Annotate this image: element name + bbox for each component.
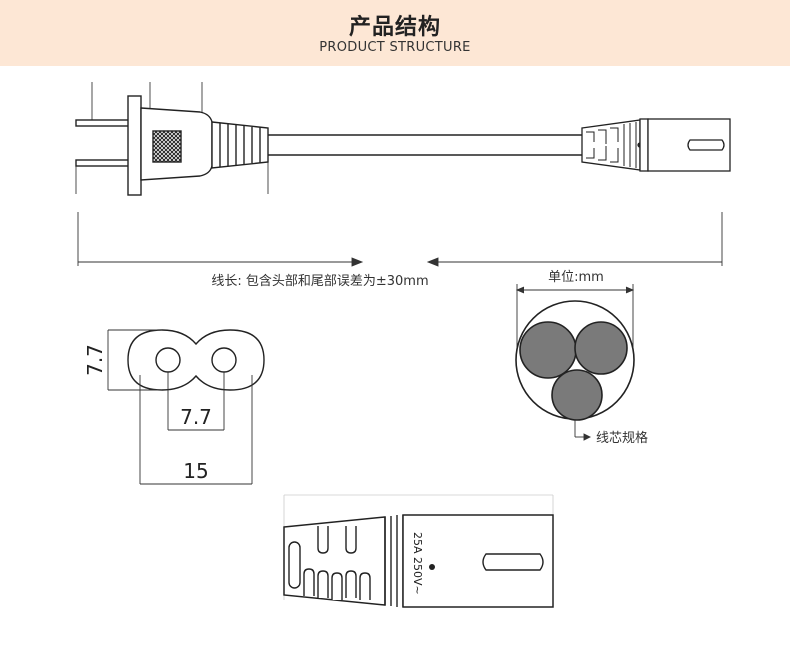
dimension-pin-spacing: 7.7 <box>180 405 212 429</box>
connector-rating-text: 25A 250V~ <box>411 532 424 595</box>
dimension-height: 7.7 <box>83 344 107 376</box>
detail-marker-dot <box>429 564 435 570</box>
figure8-outline <box>127 329 265 391</box>
connector-collar <box>639 118 649 172</box>
plug-drawing <box>75 82 269 196</box>
cable-length-note: 线长: 包含头部和尾部误差为±30mm <box>211 273 428 289</box>
plug-flange <box>127 95 142 196</box>
unit-label: 单位:mm <box>548 270 604 285</box>
section-subtitle: PRODUCT STRUCTURE <box>319 40 471 55</box>
dimension-width: 15 <box>183 459 208 483</box>
core-bottom <box>551 369 603 421</box>
core-left <box>519 321 577 379</box>
wire-core-spec-label: 线芯规格 <box>596 430 648 446</box>
socket-front-view: 7.7 7.7 15 <box>83 329 265 485</box>
cable-drawing <box>268 134 582 156</box>
connector-detail-view: 25A 250V~ <box>283 494 554 608</box>
header-banner: 产品结构 PRODUCT STRUCTURE <box>0 0 790 66</box>
figure8-connector-side-view <box>581 118 731 172</box>
detail-collar-rings <box>384 515 404 607</box>
cable-length-dimension <box>77 212 723 267</box>
plug-grip-pattern <box>152 130 182 163</box>
core-right <box>574 321 628 375</box>
plug-prong-top <box>75 119 130 127</box>
pin-hole-right <box>211 347 237 373</box>
detail-slot <box>482 553 544 571</box>
connector-slot <box>687 139 725 151</box>
structure-drawing: 线长: 包含头部和尾部误差为±30mm 7.7 7.7 15 单位:mm <box>75 82 731 608</box>
pin-hole-left <box>155 347 181 373</box>
detail-ribs <box>288 526 371 600</box>
plug-strain-relief <box>211 121 269 169</box>
section-title: 产品结构 <box>348 15 441 40</box>
plug-prong-bottom <box>75 159 130 167</box>
wire-cross-section: 单位:mm 线芯规格 <box>515 270 648 446</box>
